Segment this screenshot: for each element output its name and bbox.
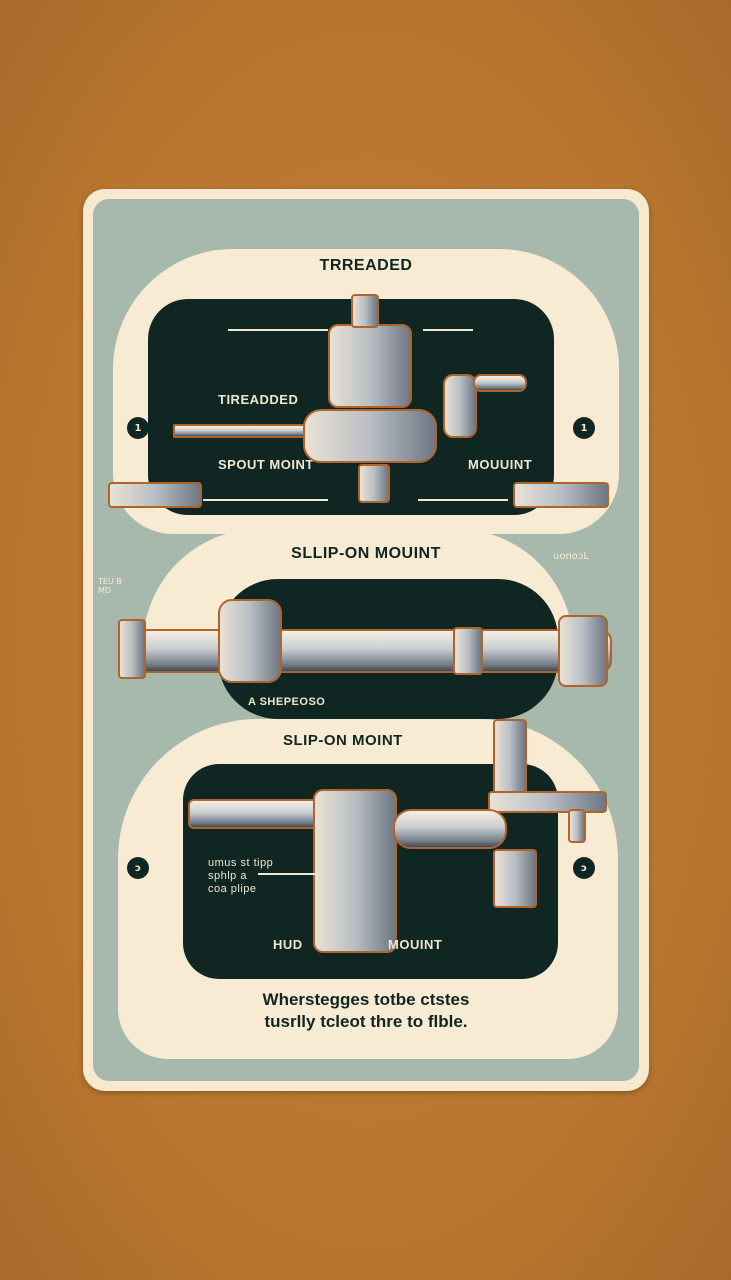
threaded-inlet-illustration xyxy=(188,799,332,829)
end-cap-illustration xyxy=(558,615,608,687)
threaded-outlet-illustration xyxy=(358,464,390,503)
pointer-line xyxy=(258,873,318,875)
end-nut-illustration xyxy=(118,619,146,679)
slip-on-pipe-illustration xyxy=(128,629,612,673)
pointer-line xyxy=(228,329,328,331)
section2-title: SLLIP-ON MOUINT xyxy=(291,545,441,562)
caption-line-1: Wherstegges totbe ctstes xyxy=(262,990,470,1009)
bracket-bolt-illustration xyxy=(568,809,586,843)
marker-badge: 1 xyxy=(573,417,595,439)
tee-fitting-illustration xyxy=(303,409,437,463)
poster-caption: Wherstegges totbe ctstes tusrlly tcleot … xyxy=(93,989,639,1033)
wall-bracket-riser-illustration xyxy=(493,719,527,803)
section2-label-bottom: A SHEPEOSO xyxy=(248,696,326,708)
valve-stem-illustration xyxy=(351,294,379,328)
section1-label-threaded: TIREADDED xyxy=(218,392,299,407)
section1-label-mount: MOUUINT xyxy=(468,457,533,472)
threaded-rod-illustration xyxy=(173,424,317,438)
marker-badge: 1 xyxy=(127,417,149,439)
coupling-illustration xyxy=(453,627,483,675)
mounting-plate-right-illustration xyxy=(513,482,609,508)
mounting-plate-left-illustration xyxy=(108,482,202,508)
pointer-line xyxy=(418,499,508,501)
elbow-fitting-illustration xyxy=(218,599,282,683)
section1-label-spout-mount: SPOUT MOINT xyxy=(218,457,314,472)
curved-pipe-illustration xyxy=(393,809,507,849)
caption-line-2: tusrlly tcleot thre to flble. xyxy=(264,1012,468,1031)
marker-badge: ɔ xyxy=(127,857,149,879)
section2-label-tube: TEU B MD xyxy=(98,577,122,595)
marker-badge: ɔ xyxy=(573,857,595,879)
wall-bracket-base-illustration xyxy=(488,791,607,813)
section3-title: SLIP-ON MOINT xyxy=(283,732,403,749)
poster-card: TRREADED TIREADDED SPOUT MOINT MOUUINT 1… xyxy=(83,189,649,1091)
valve-body-illustration xyxy=(328,324,412,408)
elbow-spout-illustration xyxy=(443,374,477,438)
section3-label-hud: HUD xyxy=(273,937,303,952)
section3-label-left: umus st tipp sphlp a coa plipe xyxy=(208,857,274,895)
section2-label-right: uonoɔL xyxy=(553,551,589,562)
section3-label-mount: MOUINT xyxy=(388,937,443,952)
lever-handle-illustration xyxy=(473,374,527,392)
coupler-body-illustration xyxy=(313,789,397,953)
pointer-line xyxy=(423,329,473,331)
poster-inner-panel: TRREADED TIREADDED SPOUT MOINT MOUUINT 1… xyxy=(93,199,639,1081)
section1-title: TRREADED xyxy=(319,257,413,274)
outlet-nut-illustration xyxy=(493,849,537,908)
pointer-line xyxy=(203,499,328,501)
